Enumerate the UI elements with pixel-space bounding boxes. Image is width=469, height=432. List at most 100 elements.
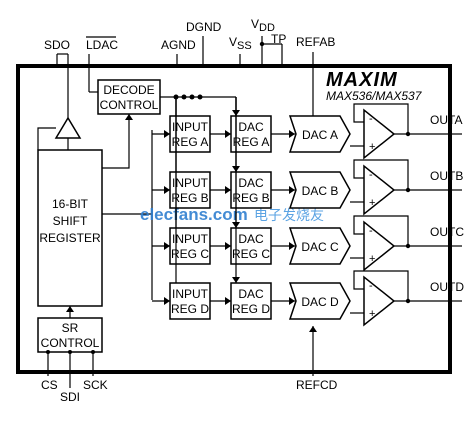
dac-reg-d-line-2: REG D xyxy=(232,302,270,316)
output-node-c xyxy=(405,243,411,249)
opamp-d-minus: - xyxy=(369,280,373,292)
feedback-c xyxy=(353,215,409,246)
shift-feedback xyxy=(37,127,56,150)
dacreg-arrow-c xyxy=(225,242,231,250)
dac-a-label: DAC A xyxy=(302,128,338,142)
pin-dgnd-label: DGND xyxy=(186,20,222,34)
opamp-a xyxy=(363,108,396,160)
sr-control-block xyxy=(37,317,103,353)
sdi-arrow xyxy=(68,350,72,354)
pin-vdd-label: VDD xyxy=(251,17,275,34)
dac-b-block xyxy=(288,171,351,209)
opamp-b-plus: + xyxy=(369,197,375,209)
pin-sdo-label: SDO xyxy=(44,38,70,52)
bus-arrow-c xyxy=(164,242,170,250)
bus-dot-4 xyxy=(197,94,203,100)
dac-b-label: DAC B xyxy=(302,184,339,198)
dac-reg-a-line-1: DAC xyxy=(238,120,264,134)
pin-outc-label: OUTC xyxy=(430,225,464,239)
input-reg-b-line-2: REG B xyxy=(171,191,208,205)
opamp-b-minus: - xyxy=(369,169,373,181)
dac-d-label: DAC D xyxy=(301,295,339,309)
cs-arrow xyxy=(46,350,50,354)
dac-reg-a-line-2: REG A xyxy=(233,135,270,149)
pin-ldac-label: LDAC xyxy=(86,38,118,52)
watermark-cn: 电子发烧友 xyxy=(254,207,324,223)
pin-refab-label: REFAB xyxy=(296,35,335,49)
input-reg-a-line-1: INPUT xyxy=(172,120,209,134)
dacreg-arrow-a xyxy=(225,130,231,138)
input-reg-d-line-2: REG D xyxy=(171,302,209,316)
pin-refcd-label: REFCD xyxy=(296,378,338,392)
dac-reg-c-line-2: REG C xyxy=(232,247,270,261)
pin-outa-label: OUTA xyxy=(430,113,462,127)
bus-dot-3 xyxy=(189,94,195,100)
sck-arrow xyxy=(91,350,95,354)
shift-to-decode xyxy=(102,114,130,169)
pin-outb-label: OUTB xyxy=(430,169,463,183)
dacreg-arrow-b xyxy=(225,186,231,194)
dac-reg-d-line-1: DAC xyxy=(238,287,264,301)
shift-line-2: SHIFT xyxy=(53,214,88,228)
shift-register-block xyxy=(37,149,103,307)
pin-outd-label: OUTD xyxy=(430,280,464,294)
opamp-c-plus: + xyxy=(369,253,375,265)
bus-dot-2 xyxy=(181,94,187,100)
maxim-logo: MAXIM xyxy=(326,69,398,91)
decode-line-2: CONTROL xyxy=(100,98,159,112)
opamp-b xyxy=(363,164,396,216)
dac-arrow-d xyxy=(289,297,295,305)
ldac-arrow-d xyxy=(232,277,240,283)
opamp-c xyxy=(363,220,396,272)
decode-control-block xyxy=(97,79,161,115)
dac-arrow-a xyxy=(289,130,295,138)
shift-line-1: 16-BIT xyxy=(52,197,89,211)
input-reg-a-line-2: REG A xyxy=(172,135,209,149)
refcd-arrow xyxy=(309,326,317,332)
output-node-d xyxy=(405,298,411,304)
dac-a-block xyxy=(288,115,351,153)
decode-line-1: DECODE xyxy=(103,83,154,97)
dac-c-block xyxy=(288,227,351,265)
bus-arrow-a xyxy=(164,130,170,138)
sr-line-2: CONTROL xyxy=(41,336,100,350)
dac-reg-b-block xyxy=(230,171,272,209)
input-reg-c-line-2: REG C xyxy=(171,247,209,261)
pin-tp-label: TP xyxy=(271,32,286,46)
dac-reg-c-line-1: DAC xyxy=(238,232,264,246)
input-reg-d-line-1: INPUT xyxy=(172,287,209,301)
input-reg-b-line-1: INPUT xyxy=(172,176,209,190)
opamp-d xyxy=(363,275,396,327)
watermark-site: elecfans.com xyxy=(140,205,248,224)
dac-d-block xyxy=(288,282,351,320)
dacreg-arrow-d xyxy=(225,297,231,305)
sr-arrow xyxy=(66,306,74,312)
decode-arrow xyxy=(125,114,133,120)
opamp-d-plus: + xyxy=(369,308,375,320)
output-node-a xyxy=(405,131,411,137)
output-node-b xyxy=(405,187,411,193)
pin-agnd-label: AGND xyxy=(161,38,196,52)
bus-arrow-d xyxy=(164,297,170,305)
pin-sck-label: SCK xyxy=(83,378,108,392)
dac-reg-b-line-1: DAC xyxy=(238,176,264,190)
pin-vss-label: VSS xyxy=(229,35,252,52)
dac-arrow-c xyxy=(289,242,295,250)
dac-arrow-b xyxy=(289,186,295,194)
feedback-d xyxy=(353,270,409,301)
dac-c-label: DAC C xyxy=(301,240,339,254)
dac-reg-d-block xyxy=(230,282,272,320)
sr-line-1: SR xyxy=(62,321,79,335)
opamp-a-minus: - xyxy=(369,113,373,125)
bus-arrow-b xyxy=(164,186,170,194)
opamp-a-plus: + xyxy=(369,141,375,153)
input-reg-c-line-1: INPUT xyxy=(172,232,209,246)
opamp-c-minus: - xyxy=(369,225,373,237)
pin-sdi-label: SDI xyxy=(60,390,80,404)
part-number: MAX536/MAX537 xyxy=(326,89,423,103)
shift-line-3: REGISTER xyxy=(39,231,101,245)
pin-cs-label: CS xyxy=(41,378,58,392)
